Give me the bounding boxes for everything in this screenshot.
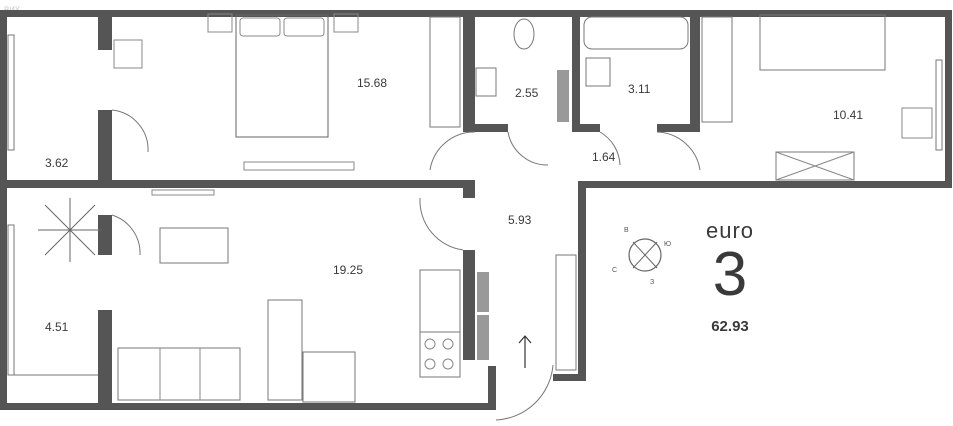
plant-icon bbox=[38, 198, 102, 262]
coffee-table bbox=[159, 227, 229, 264]
walls bbox=[0, 10, 952, 410]
room-area-kitchen-living: 19.25 bbox=[333, 263, 364, 277]
compass-south: З bbox=[650, 279, 654, 286]
sink-bath bbox=[585, 57, 611, 87]
door-kitchen bbox=[419, 197, 464, 251]
entrance-door bbox=[495, 364, 554, 421]
room-area-balcony-bottom: 4.51 bbox=[45, 320, 69, 334]
door-bath bbox=[599, 131, 621, 166]
bathtub bbox=[583, 16, 689, 50]
door-toilet bbox=[507, 131, 549, 166]
door-balcony-top bbox=[111, 109, 149, 153]
room-area-bedroom: 15.68 bbox=[357, 76, 388, 90]
compass-north: В bbox=[624, 227, 629, 234]
room-area-children: 10.41 bbox=[833, 108, 864, 122]
double-bed bbox=[235, 14, 329, 138]
kitchen-sink bbox=[419, 269, 461, 333]
toilet bbox=[513, 18, 535, 50]
apartment-type: euro bbox=[705, 218, 755, 243]
wardrobe-bedroom bbox=[429, 16, 461, 128]
bedroom-desk bbox=[113, 39, 143, 69]
sofa bbox=[117, 347, 241, 401]
room-area-balcony-top: 3.62 bbox=[45, 156, 69, 170]
stove bbox=[419, 331, 461, 378]
sink-toilet-room bbox=[475, 67, 497, 97]
compass-icon bbox=[628, 238, 662, 272]
dining-table bbox=[267, 299, 303, 401]
room-count: 3 bbox=[712, 240, 748, 309]
compass-east: Ю bbox=[664, 241, 671, 248]
wardrobe-children bbox=[701, 16, 733, 123]
children-cabinet bbox=[775, 151, 855, 181]
entrance-arrow-icon bbox=[518, 335, 532, 368]
compass-west: С bbox=[612, 267, 617, 274]
bedroom-tv bbox=[243, 161, 355, 171]
fridge bbox=[302, 351, 356, 403]
room-area-corridor: 1.64 bbox=[592, 150, 616, 164]
door-balcony-bottom bbox=[111, 214, 141, 256]
door-children bbox=[656, 131, 701, 171]
room-area-toilet: 2.55 bbox=[515, 86, 539, 100]
room-area-hall: 5.93 bbox=[508, 213, 532, 227]
total-area: 62.93 bbox=[711, 318, 749, 335]
room-area-bath: 3.11 bbox=[628, 82, 651, 96]
tv-living bbox=[151, 189, 215, 196]
wardrobe-hall bbox=[555, 254, 577, 371]
watermark-logo: вих bbox=[4, 4, 20, 15]
children-desk bbox=[901, 107, 933, 139]
single-bed bbox=[759, 14, 886, 71]
door-bedroom bbox=[429, 131, 476, 171]
